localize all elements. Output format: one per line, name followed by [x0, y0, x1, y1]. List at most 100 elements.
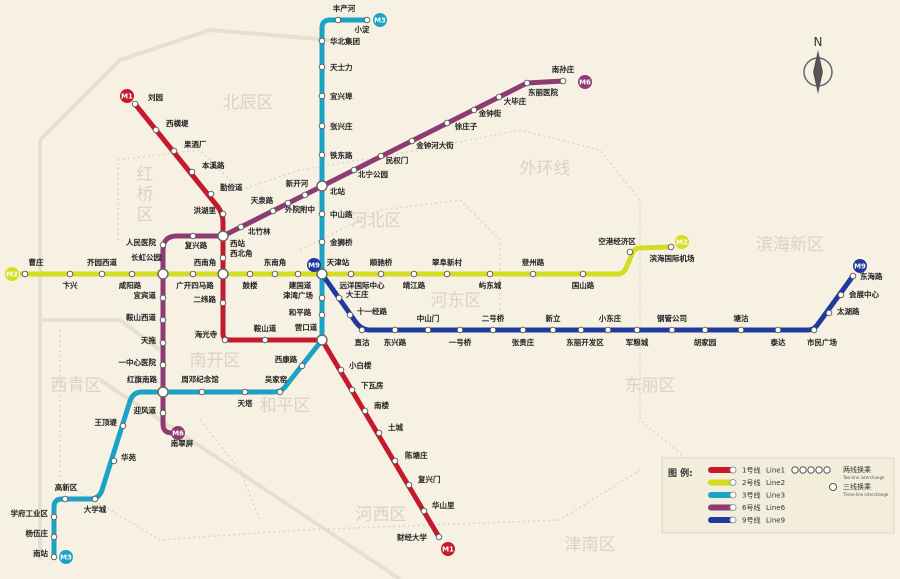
- station[interactable]: [131, 100, 139, 108]
- station[interactable]: [391, 457, 399, 465]
- interchange-station[interactable]: [217, 268, 229, 280]
- station[interactable]: [221, 336, 229, 344]
- station[interactable]: [604, 326, 612, 334]
- station[interactable]: [810, 326, 818, 334]
- interchange-station[interactable]: [157, 268, 169, 280]
- station[interactable]: [298, 362, 306, 370]
- station[interactable]: [318, 294, 326, 302]
- interchange-station[interactable]: [316, 268, 328, 280]
- station[interactable]: [363, 16, 371, 24]
- station[interactable]: [837, 291, 845, 299]
- station[interactable]: [159, 339, 167, 347]
- interchange-station[interactable]: [217, 230, 229, 242]
- station[interactable]: [318, 238, 326, 246]
- station[interactable]: [348, 386, 356, 394]
- station[interactable]: [219, 210, 227, 218]
- station[interactable]: [577, 326, 585, 334]
- station[interactable]: [523, 79, 531, 87]
- station[interactable]: [159, 409, 167, 417]
- station[interactable]: [668, 326, 676, 334]
- station[interactable]: [774, 326, 782, 334]
- station[interactable]: [188, 168, 196, 176]
- station[interactable]: [408, 137, 416, 145]
- station[interactable]: [241, 388, 249, 396]
- station[interactable]: [633, 326, 641, 334]
- station[interactable]: [420, 507, 428, 515]
- station[interactable]: [375, 429, 383, 437]
- station[interactable]: [284, 199, 292, 207]
- station[interactable]: [66, 270, 74, 278]
- station[interactable]: [318, 210, 326, 218]
- station[interactable]: [626, 248, 634, 256]
- station[interactable]: [443, 270, 451, 278]
- station[interactable]: [347, 270, 355, 278]
- station[interactable]: [549, 326, 557, 334]
- station[interactable]: [50, 553, 58, 561]
- station[interactable]: [350, 166, 358, 174]
- station[interactable]: [456, 326, 464, 334]
- station[interactable]: [318, 37, 326, 45]
- station[interactable]: [170, 147, 178, 155]
- station[interactable]: [701, 326, 709, 334]
- station[interactable]: [410, 270, 418, 278]
- station[interactable]: [159, 294, 167, 302]
- station[interactable]: [50, 513, 58, 521]
- station[interactable]: [159, 316, 167, 324]
- station[interactable]: [219, 254, 227, 262]
- station[interactable]: [424, 326, 432, 334]
- interchange-station[interactable]: [157, 386, 169, 398]
- station[interactable]: [559, 77, 567, 85]
- station[interactable]: [667, 243, 675, 251]
- station[interactable]: [529, 270, 537, 278]
- station[interactable]: [269, 207, 277, 215]
- station[interactable]: [737, 326, 745, 334]
- station[interactable]: [128, 270, 136, 278]
- station[interactable]: [391, 326, 399, 334]
- station[interactable]: [489, 326, 497, 334]
- station[interactable]: [358, 326, 366, 334]
- station[interactable]: [346, 311, 354, 319]
- station[interactable]: [301, 191, 309, 199]
- station[interactable]: [470, 106, 478, 114]
- station[interactable]: [271, 270, 279, 278]
- interchange-station[interactable]: [316, 180, 328, 192]
- station[interactable]: [405, 481, 413, 489]
- station[interactable]: [377, 152, 385, 160]
- station[interactable]: [91, 495, 99, 503]
- station[interactable]: [318, 311, 326, 319]
- station[interactable]: [443, 119, 451, 127]
- station[interactable]: [50, 533, 58, 541]
- station[interactable]: [189, 232, 197, 240]
- station[interactable]: [246, 270, 254, 278]
- station[interactable]: [198, 388, 206, 396]
- station[interactable]: [486, 270, 494, 278]
- station[interactable]: [579, 270, 587, 278]
- station[interactable]: [110, 457, 118, 465]
- station[interactable]: [61, 495, 69, 503]
- station[interactable]: [495, 93, 503, 101]
- station[interactable]: [98, 270, 106, 278]
- station[interactable]: [318, 151, 326, 159]
- station[interactable]: [318, 122, 326, 130]
- station[interactable]: [435, 533, 443, 541]
- station[interactable]: [152, 126, 160, 134]
- station[interactable]: [294, 270, 302, 278]
- station[interactable]: [207, 190, 215, 198]
- station[interactable]: [377, 270, 385, 278]
- station[interactable]: [21, 270, 29, 278]
- station[interactable]: [337, 366, 345, 374]
- station[interactable]: [519, 326, 527, 334]
- station[interactable]: [825, 309, 833, 317]
- station[interactable]: [159, 361, 167, 369]
- station[interactable]: [334, 16, 342, 24]
- station[interactable]: [361, 407, 369, 415]
- station[interactable]: [219, 299, 227, 307]
- station[interactable]: [237, 223, 245, 231]
- station[interactable]: [335, 294, 343, 302]
- station[interactable]: [318, 92, 326, 100]
- interchange-station[interactable]: [316, 334, 328, 346]
- station[interactable]: [849, 272, 857, 280]
- station[interactable]: [318, 63, 326, 71]
- station[interactable]: [189, 270, 197, 278]
- station[interactable]: [276, 388, 284, 396]
